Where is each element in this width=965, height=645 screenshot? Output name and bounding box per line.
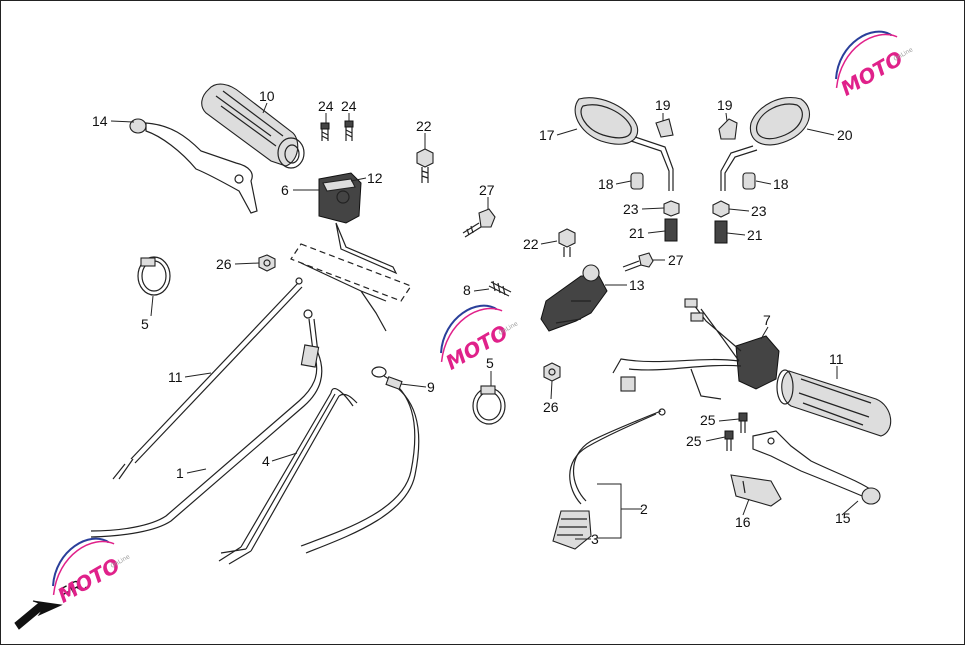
callout-23a: 23 xyxy=(623,201,639,217)
part-26-nut-b xyxy=(543,362,561,382)
callout-18a: 18 xyxy=(598,176,614,192)
callout-19b: 19 xyxy=(717,97,733,113)
callout-numbers: 14 10 24 24 22 6 12 26 5 11 1 4 9 8 27 2… xyxy=(92,88,853,547)
part-13-lever-holder xyxy=(540,264,608,332)
callout-11b: 11 xyxy=(829,351,844,367)
callout-24a: 24 xyxy=(318,98,334,114)
part-11-grip-right xyxy=(776,369,892,437)
callout-5b: 5 xyxy=(486,355,494,371)
callout-27b: 27 xyxy=(668,252,684,268)
part-6-12-throttle-housing xyxy=(290,172,412,332)
part-27-bolt-b xyxy=(622,252,654,272)
part-1-clutch-cable xyxy=(90,309,323,538)
callout-21a: 21 xyxy=(629,225,645,241)
callout-15: 15 xyxy=(835,510,851,526)
callout-25b: 25 xyxy=(686,433,702,449)
part-11-throttle-cable xyxy=(112,277,303,480)
callout-1: 1 xyxy=(176,465,184,481)
part-10-grip xyxy=(201,83,305,169)
callout-4: 4 xyxy=(262,453,270,469)
callout-21b: 21 xyxy=(747,227,763,243)
callout-5a: 5 xyxy=(141,316,149,332)
callout-26a: 26 xyxy=(216,256,232,272)
watermark-bottom-left: MOTO OnLine xyxy=(52,537,131,608)
callout-24b: 24 xyxy=(341,98,357,114)
part-19-caps xyxy=(655,118,738,140)
part-21-bolts xyxy=(664,218,728,244)
part-2-3-switch-cable xyxy=(552,408,666,550)
callout-26b: 26 xyxy=(543,399,559,415)
part-22-bolt-b xyxy=(558,228,576,257)
part-7-switch-harness xyxy=(612,298,780,400)
callout-8: 8 xyxy=(463,282,471,298)
callout-22b: 22 xyxy=(523,236,539,252)
part-20-mirror-right xyxy=(720,97,810,191)
part-23-nuts xyxy=(663,200,730,218)
arrow-down-left-icon xyxy=(14,600,63,630)
part-27-bolt-a xyxy=(462,208,496,238)
callout-20: 20 xyxy=(837,127,853,143)
callout-27a: 27 xyxy=(479,182,495,198)
part-5-clamp-b xyxy=(472,385,506,425)
part-26-nut-a xyxy=(258,254,276,272)
part-14-lever xyxy=(129,118,258,214)
callout-14: 14 xyxy=(92,113,108,129)
callout-16: 16 xyxy=(735,514,751,530)
leader-lines xyxy=(110,102,859,540)
watermark-middle: MOTO OnLine xyxy=(440,304,519,375)
callout-9: 9 xyxy=(427,379,435,395)
part-18-caps xyxy=(630,172,756,190)
part-24-screws xyxy=(320,120,354,141)
callout-11a: 11 xyxy=(168,369,183,385)
part-15-lever-right xyxy=(752,430,881,505)
part-22-bolt-a xyxy=(416,148,434,183)
part-16-cover xyxy=(730,474,782,507)
callout-12: 12 xyxy=(367,170,383,186)
callout-19a: 19 xyxy=(655,97,671,113)
part-5-clamp-a xyxy=(137,256,171,296)
callout-6: 6 xyxy=(281,182,289,198)
watermark-top-right: MOTO OnLine xyxy=(835,30,914,101)
part-25-screws xyxy=(724,412,748,451)
callout-13: 13 xyxy=(629,277,645,293)
callout-22a: 22 xyxy=(416,118,432,134)
callout-2: 2 xyxy=(640,501,648,517)
part-8-spring xyxy=(488,280,512,297)
part-17-mirror-left xyxy=(574,97,674,191)
callout-17: 17 xyxy=(539,127,555,143)
callout-18b: 18 xyxy=(773,176,789,192)
callout-10: 10 xyxy=(259,88,275,104)
callout-23b: 23 xyxy=(751,203,767,219)
callout-3: 3 xyxy=(591,531,599,547)
callout-7: 7 xyxy=(763,312,771,328)
part-9-cable xyxy=(300,366,420,554)
part-4-harness xyxy=(218,387,358,565)
callout-25a: 25 xyxy=(700,412,716,428)
